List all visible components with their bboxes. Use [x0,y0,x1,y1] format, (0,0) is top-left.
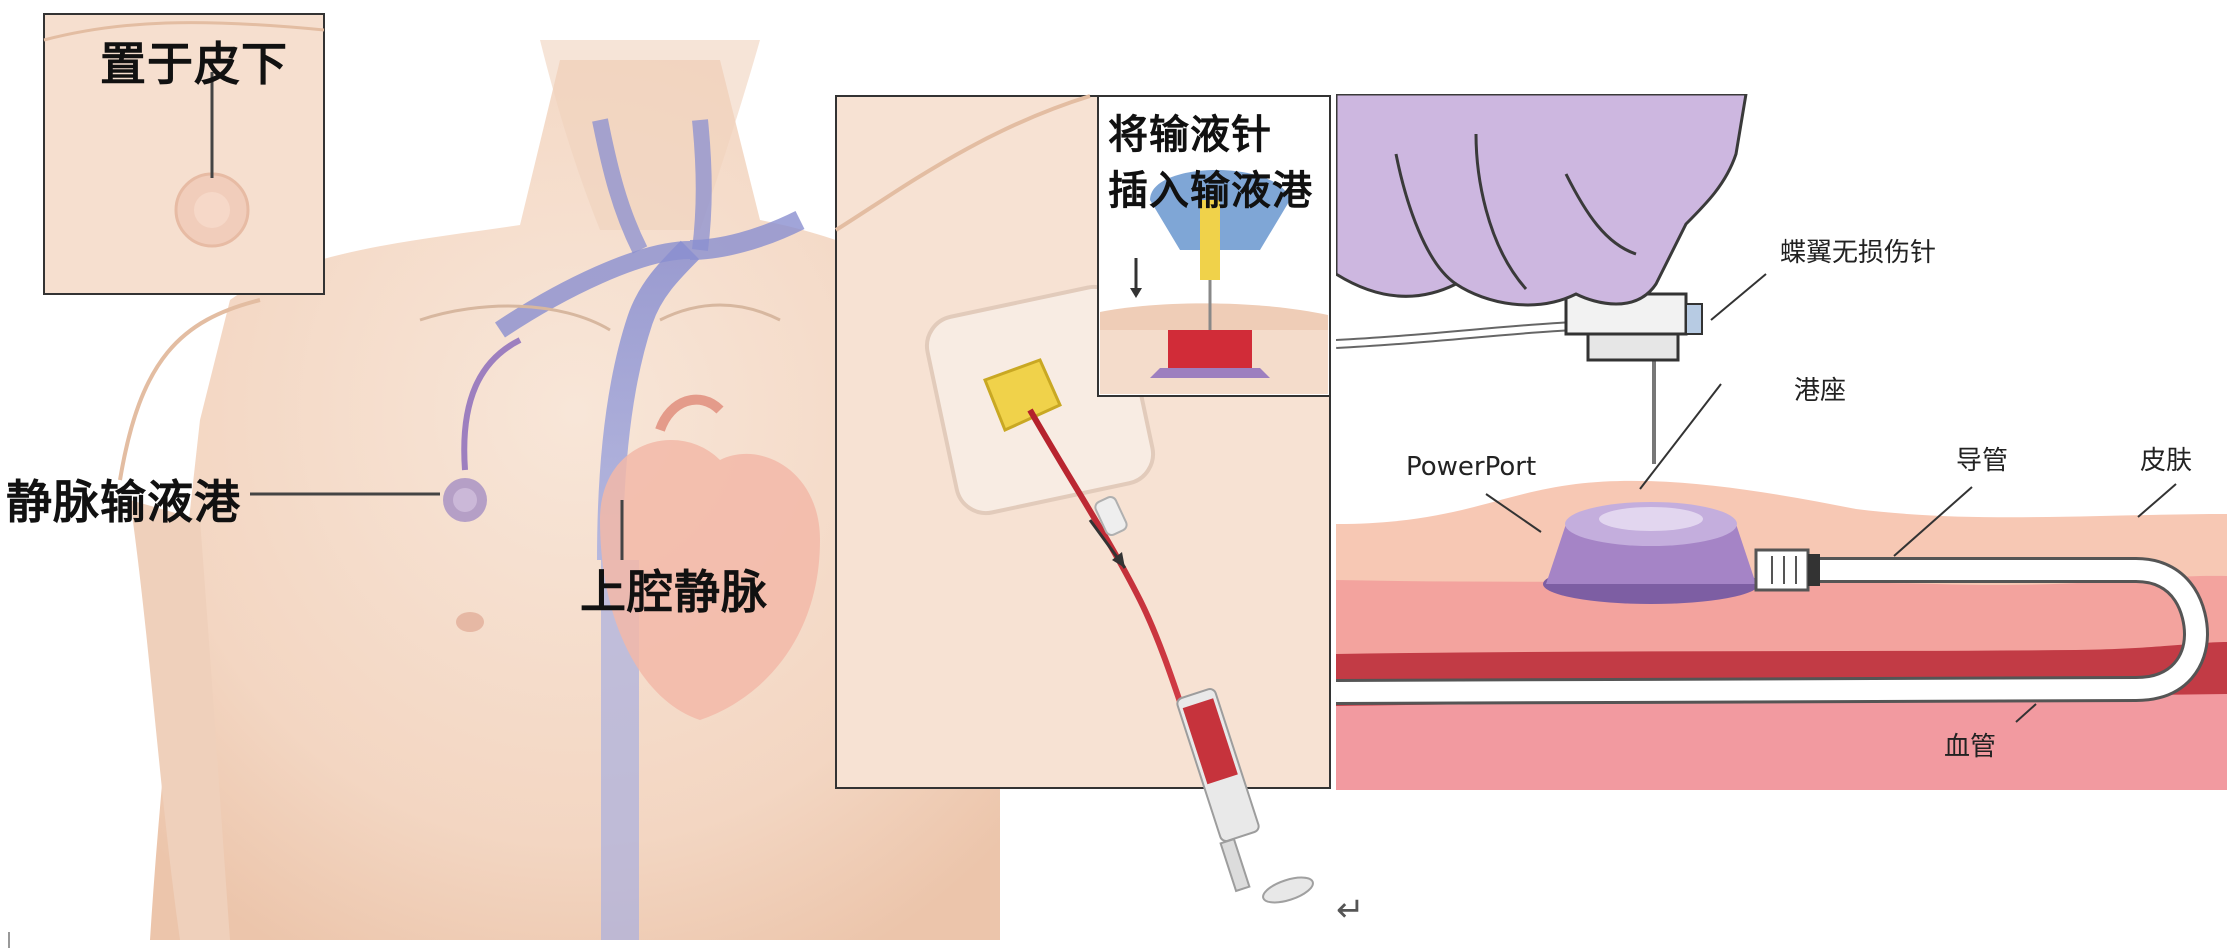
needle-inset-label-line1: 将输液针 [1108,112,1272,158]
syringe [1176,688,1314,904]
leader-lines [1485,273,2177,723]
label-superior-vena-cava: 上腔静脉 [580,565,768,619]
label-catheter: 导管 [1956,446,2009,476]
label-port: 静脉输液港 [6,475,241,529]
chest-anatomy-drawing [43,13,1331,940]
implanted-port [443,478,487,522]
return-mark-icon: ↵ [1336,890,1365,930]
label-port-seat: 港座 [1794,376,1847,406]
port-cross-section-diagram: 蝶翼无损伤针 港座 PowerPort 导管 皮肤 血管 [1336,94,2227,790]
port-seat [1543,502,1820,604]
label-powerport: PowerPort [1406,452,1537,482]
label-skin: 皮肤 [2140,446,2193,476]
label-blood-vessel: 血管 [1944,732,1997,762]
heart [600,394,820,720]
needle-inset-label-line2: 插入输液港 [1108,168,1313,214]
catheter [1336,557,2210,705]
inset-label-subcutaneous: 置于皮下 [100,37,288,91]
text-cursor-tick [8,932,10,948]
chest-port-illustration: 置于皮下 静脉输液港 上腔静脉 将输液针 插入输液港 [6,13,1331,940]
port-cross-section-inset [1097,95,1331,397]
subcutaneous-inset [43,13,325,295]
needle-tubing-inner [1336,323,1577,347]
tissue-layers [1336,480,2227,790]
gloved-hand [1336,94,1748,307]
label-butterfly-needle: 蝶翼无损伤针 [1780,238,1937,268]
cross-section-drawing [1336,94,2227,790]
